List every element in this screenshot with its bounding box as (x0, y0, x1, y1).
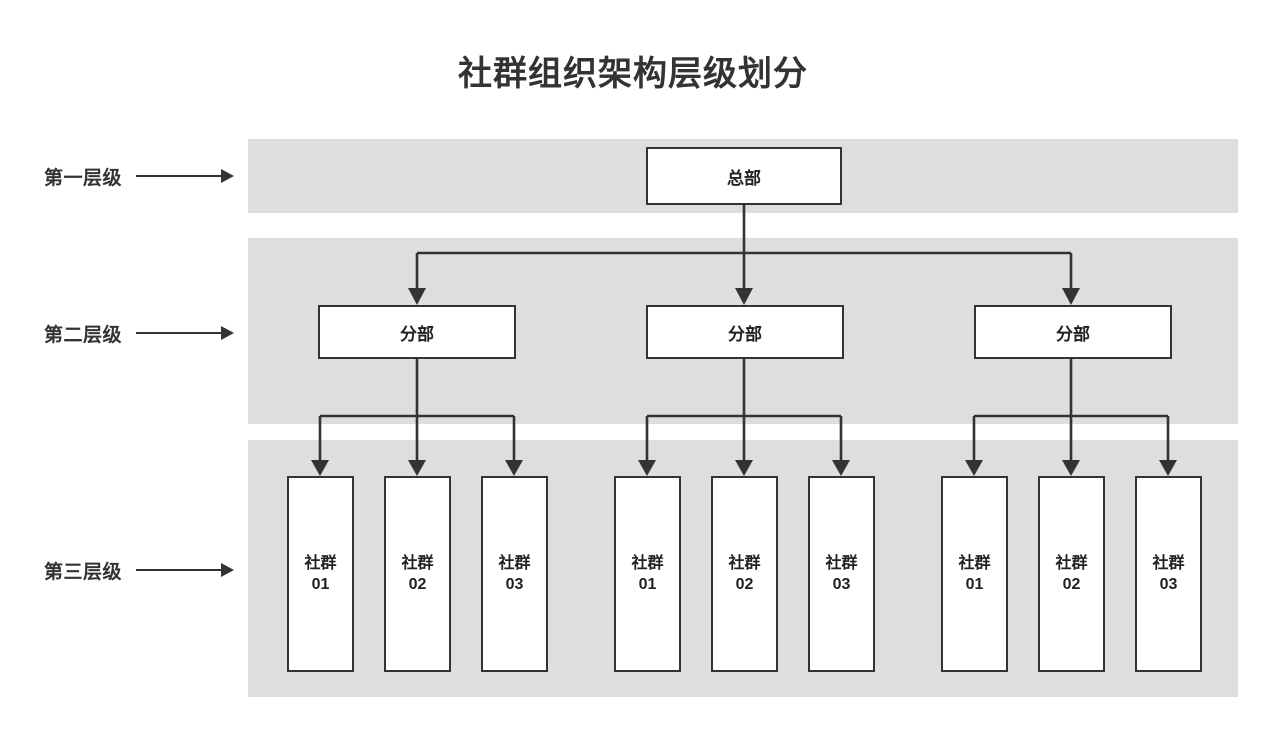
node-headquarters[interactable]: 总部 (646, 147, 842, 205)
node-group-3-1[interactable]: 社群 01 (941, 476, 1008, 672)
node-group-2-1-name: 社群 (631, 555, 664, 572)
node-group-3-1-name: 社群 (958, 555, 991, 572)
node-group-2-3-number: 03 (832, 576, 851, 593)
node-group-2-2-name: 社群 (728, 555, 761, 572)
node-group-1-3-name: 社群 (498, 555, 531, 572)
node-group-1-3[interactable]: 社群 03 (481, 476, 548, 672)
node-branch-3[interactable]: 分部 (974, 305, 1172, 359)
node-group-1-2-number: 02 (408, 576, 427, 593)
node-headquarters-label: 总部 (727, 168, 761, 188)
node-group-2-3-name: 社群 (825, 555, 858, 572)
node-group-3-2[interactable]: 社群 02 (1038, 476, 1105, 672)
level-label-1: 第一层级 (44, 163, 235, 189)
level-1-arrow-icon (136, 169, 235, 183)
node-group-3-3-name: 社群 (1152, 555, 1185, 572)
node-branch-1-label: 分部 (400, 324, 434, 344)
node-group-3-3[interactable]: 社群 03 (1135, 476, 1202, 672)
node-branch-3-label: 分部 (1056, 324, 1090, 344)
node-group-2-2-number: 02 (735, 576, 754, 593)
node-group-1-2-name: 社群 (401, 555, 434, 572)
level-label-3: 第三层级 (44, 557, 235, 583)
node-group-3-1-number: 01 (965, 576, 984, 593)
node-group-1-1[interactable]: 社群 01 (287, 476, 354, 672)
node-group-3-2-number: 02 (1062, 576, 1081, 593)
node-group-1-3-number: 03 (505, 576, 524, 593)
level-label-2: 第二层级 (44, 320, 235, 346)
level-label-1-text: 第一层级 (44, 167, 123, 189)
level-label-2-text: 第二层级 (44, 324, 123, 346)
level-2-arrow-icon (136, 326, 235, 340)
node-branch-2-label: 分部 (728, 324, 762, 344)
node-group-1-1-name: 社群 (304, 555, 337, 572)
node-group-2-1[interactable]: 社群 01 (614, 476, 681, 672)
node-group-3-2-name: 社群 (1055, 555, 1088, 572)
node-group-1-1-number: 01 (311, 576, 330, 593)
node-group-2-1-number: 01 (638, 576, 657, 593)
node-group-2-2[interactable]: 社群 02 (711, 476, 778, 672)
node-branch-2[interactable]: 分部 (646, 305, 844, 359)
page-title: 社群组织架构层级划分 (458, 55, 808, 93)
node-group-3-3-number: 03 (1159, 576, 1178, 593)
node-branch-1[interactable]: 分部 (318, 305, 516, 359)
level-3-arrow-icon (136, 563, 235, 577)
node-group-1-2[interactable]: 社群 02 (384, 476, 451, 672)
node-group-2-3[interactable]: 社群 03 (808, 476, 875, 672)
level-label-3-text: 第三层级 (44, 561, 123, 583)
